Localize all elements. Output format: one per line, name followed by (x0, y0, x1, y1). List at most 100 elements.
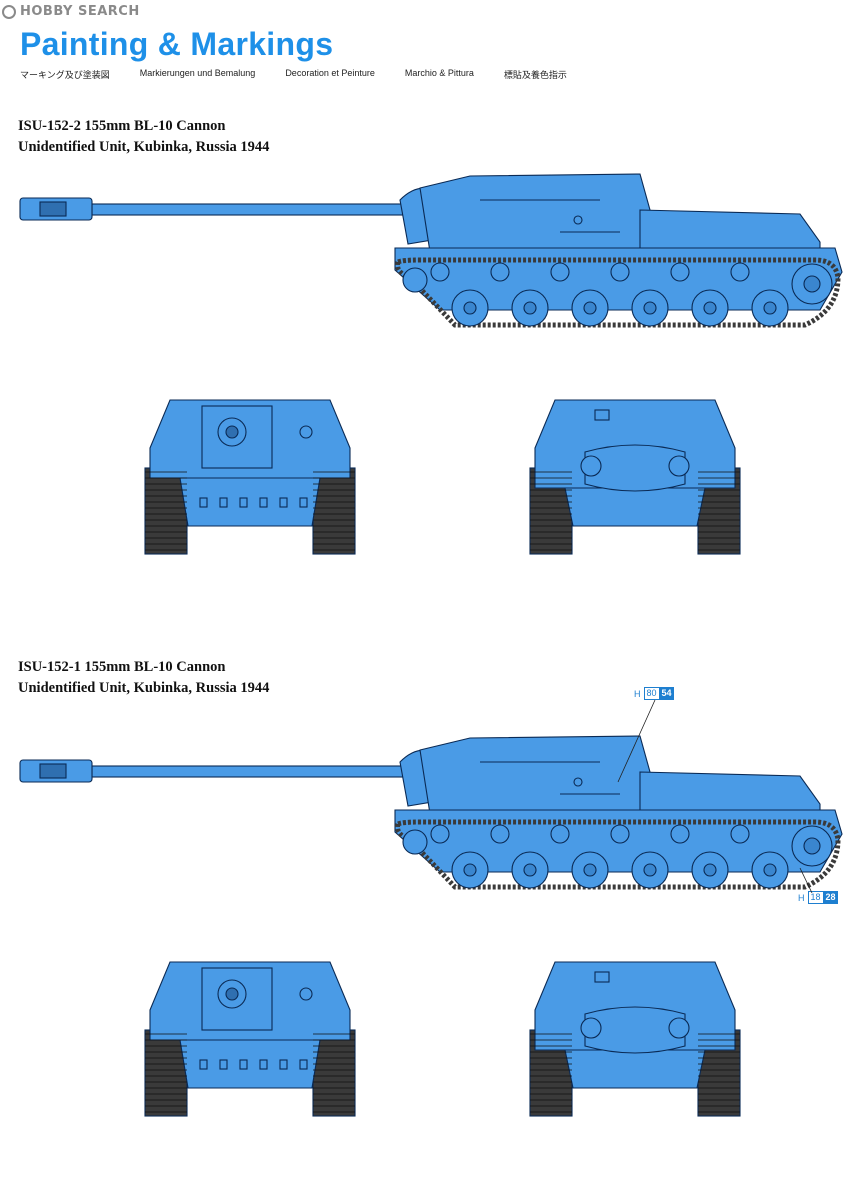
drive-sprocket-hub (803, 275, 821, 293)
hatch-detail (573, 777, 583, 787)
return-roller (670, 262, 690, 282)
color-callout-bottom: H 18 28 (798, 891, 838, 904)
return-roller (670, 824, 690, 844)
road-wheel-hub (463, 863, 477, 877)
subtitle-chinese: 標貼及養色指示 (503, 70, 567, 80)
return-roller (430, 262, 450, 282)
casemate (419, 735, 651, 815)
rear-hatch-detail (594, 971, 610, 983)
periscope-hatch (299, 425, 313, 439)
hull-fitting (299, 1059, 308, 1070)
muzzle-port (39, 763, 67, 779)
return-roller (490, 824, 510, 844)
return-roller (550, 262, 570, 282)
lower-hull-front (179, 477, 321, 527)
hull-fitting (239, 497, 248, 508)
engine-plate (584, 1006, 686, 1054)
hatch-detail (573, 215, 583, 225)
road-wheel-hub (523, 863, 537, 877)
exhaust-right (668, 455, 690, 477)
return-roller (610, 262, 630, 282)
return-roller (730, 824, 750, 844)
return-roller (490, 262, 510, 282)
scheme-2-model: ISU-152-1 155mm BL-10 Cannon (18, 659, 226, 675)
left-track (144, 467, 188, 555)
gun-bore (225, 987, 239, 1001)
engine-plate (584, 444, 686, 492)
road-wheel-hub (523, 301, 537, 315)
road-wheel-hub (583, 301, 597, 315)
idler-wheel (402, 829, 428, 855)
periscope-hatch (299, 987, 313, 1001)
callout-bottom-code-2: 28 (823, 891, 838, 904)
right-track (312, 467, 356, 555)
scheme-2-side-view (19, 735, 843, 890)
gun-bore (225, 425, 239, 439)
scheme-2-rear-view (529, 961, 741, 1117)
gun-barrel (91, 203, 413, 216)
scheme-2-front-view (144, 961, 356, 1117)
right-track (312, 1029, 356, 1117)
road-wheel-hub (643, 863, 657, 877)
callout-bottom-code-1: 18 (807, 891, 824, 904)
callout-top-code-1: 80 (643, 687, 660, 700)
idler-wheel (402, 267, 428, 293)
muzzle-port (39, 201, 67, 217)
hull-fitting (259, 497, 268, 508)
rear-hull (564, 1049, 706, 1089)
drive-sprocket-hub (803, 837, 821, 855)
color-callout-top: H 80 54 (634, 687, 674, 700)
callout-top-prefix: H (634, 688, 641, 699)
scheme-1-caption: ISU-152-2 155mm BL-10 Cannon Unidentifie… (18, 116, 269, 158)
road-wheel-hub (703, 301, 717, 315)
casemate (419, 173, 651, 253)
scheme-2-caption: ISU-152-1 155mm BL-10 Cannon Unidentifie… (18, 657, 269, 699)
road-wheel-hub (703, 863, 717, 877)
page-title: Painting & Markings (20, 26, 334, 62)
subtitle-french: Decoration et Peinture (285, 68, 375, 78)
watermark-text: HOBBY SEARCH (20, 4, 140, 19)
return-roller (730, 262, 750, 282)
scheme-2-unit: Unidentified Unit, Kubinka, Russia 1944 (18, 680, 270, 696)
hull-fitting (219, 497, 228, 508)
scheme-1-model: ISU-152-2 155mm BL-10 Cannon (18, 118, 226, 134)
scheme-1-side-view (19, 173, 843, 328)
road-wheel-hub (583, 863, 597, 877)
return-roller (610, 824, 630, 844)
hull-fitting (199, 1059, 208, 1070)
hull-fitting (259, 1059, 268, 1070)
return-roller (550, 824, 570, 844)
road-wheel-hub (763, 863, 777, 877)
road-wheel-hub (463, 301, 477, 315)
left-track (144, 1029, 188, 1117)
subtitle-italian: Marchio & Pittura (404, 68, 474, 78)
hobbysearch-watermark: HOBBY SEARCH (2, 4, 140, 19)
gun-barrel (91, 765, 413, 778)
exhaust-right (668, 1017, 690, 1039)
rear-hatch-detail (594, 409, 610, 421)
exhaust-left (580, 1017, 602, 1039)
subtitle-row: マーキング及び塗装図 Markierungen und Bemalung Dec… (20, 68, 567, 81)
hull-fitting (279, 497, 288, 508)
subtitle-japanese: マーキング及び塗装図 (20, 70, 110, 80)
hull-fitting (239, 1059, 248, 1070)
watermark-logo-icon (2, 4, 16, 19)
exhaust-left (580, 455, 602, 477)
scheme-1-unit: Unidentified Unit, Kubinka, Russia 1944 (18, 139, 270, 155)
engine-deck (639, 209, 821, 253)
callout-bottom-prefix: H (798, 892, 805, 903)
road-wheel-hub (763, 301, 777, 315)
lower-hull-front (179, 1039, 321, 1089)
callout-top-code-2: 54 (659, 687, 674, 700)
scheme-1-rear-view (529, 399, 741, 555)
scheme-1-front-view (144, 399, 356, 555)
return-roller (430, 824, 450, 844)
hull-fitting (279, 1059, 288, 1070)
hull-fitting (199, 497, 208, 508)
engine-deck (639, 771, 821, 815)
rear-hull (564, 487, 706, 527)
subtitle-german: Markierungen und Bemalung (139, 68, 256, 78)
road-wheel-hub (643, 301, 657, 315)
hull-fitting (219, 1059, 228, 1070)
hull-fitting (299, 497, 308, 508)
